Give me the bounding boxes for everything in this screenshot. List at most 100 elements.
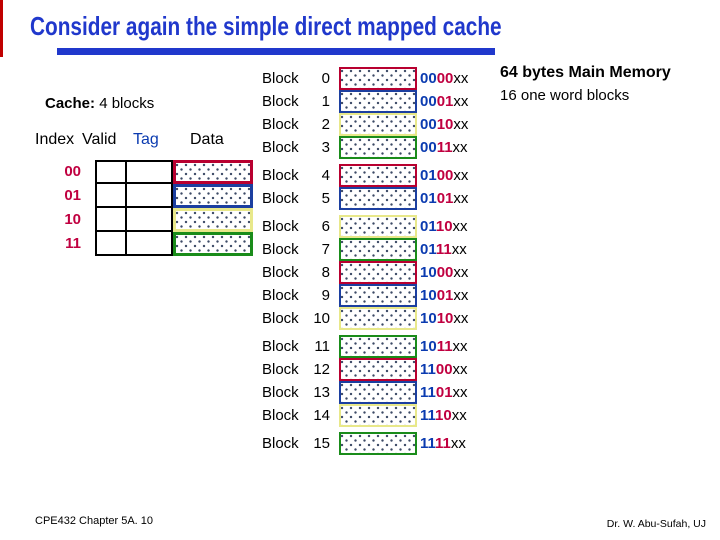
address-offset-bits: xx <box>453 264 469 281</box>
memory-block-word: Block <box>262 361 299 378</box>
cache-valid-cell <box>95 208 125 232</box>
memory-block-box <box>339 307 417 330</box>
memory-address: 1001xx <box>420 287 468 304</box>
memory-address: 0001xx <box>420 93 468 110</box>
address-index-bits: 00 <box>435 361 453 378</box>
memory-block-box <box>339 187 417 210</box>
address-offset-bits: xx <box>453 310 469 327</box>
memory-block-number: 0 <box>321 70 330 87</box>
address-offset-bits: xx <box>452 218 468 235</box>
memory-block-word: Block <box>262 338 299 355</box>
memory-address: 1111xx <box>420 435 466 452</box>
column-header-valid: Valid <box>82 131 117 148</box>
memory-address: 1110xx <box>420 407 467 424</box>
address-tag-bits: 10 <box>420 264 437 281</box>
memory-address: 0000xx <box>420 70 468 87</box>
memory-block-number: 7 <box>321 241 330 258</box>
memory-block-row: Block 12 1100xx <box>262 358 468 381</box>
memory-block-number: 12 <box>313 361 330 378</box>
address-index-bits: 01 <box>436 287 454 304</box>
address-tag-bits: 00 <box>420 116 437 133</box>
memory-block-row: Block 8 1000xx <box>262 261 468 284</box>
cache-index-label: 01 <box>64 187 81 204</box>
memory-address: 0010xx <box>420 116 468 133</box>
cache-table: 00 01 10 11 <box>55 160 253 256</box>
memory-block-number: 3 <box>321 139 330 156</box>
memory-block-box <box>339 67 417 90</box>
memory-address: 1101xx <box>420 384 468 401</box>
cache-row: 00 <box>55 160 253 184</box>
memory-block-row: Block 15 1111xx <box>262 432 468 455</box>
address-tag-bits: 11 <box>420 361 436 378</box>
memory-block-word: Block <box>262 264 299 281</box>
address-offset-bits: xx <box>452 384 468 401</box>
memory-block-box <box>339 284 417 307</box>
column-header-data: Data <box>190 131 224 148</box>
address-tag-bits: 01 <box>420 218 436 235</box>
cache-row: 01 <box>55 184 253 208</box>
cache-index-label: 00 <box>64 163 81 180</box>
memory-block-box <box>339 335 417 358</box>
footer-author-label: Dr. W. Abu-Sufah, UJ <box>606 518 706 530</box>
cache-tag-cell <box>125 232 173 256</box>
memory-block-number: 1 <box>321 93 330 110</box>
address-index-bits: 00 <box>436 167 454 184</box>
memory-block-box <box>339 136 417 159</box>
address-index-bits: 10 <box>436 116 454 133</box>
cache-row: 10 <box>55 208 253 232</box>
memory-block-number: 5 <box>321 190 330 207</box>
memory-block-row: Block 0 0000xx <box>262 67 468 90</box>
address-tag-bits: 01 <box>420 190 437 207</box>
address-index-bits: 11 <box>435 435 451 452</box>
memory-address: 1000xx <box>420 264 468 281</box>
cache-size-label: Cache: 4 blocks <box>45 95 154 112</box>
address-tag-bits: 10 <box>420 310 437 327</box>
memory-block-box <box>339 432 417 455</box>
memory-block-number: 8 <box>321 264 330 281</box>
address-offset-bits: xx <box>453 93 469 110</box>
memory-block-word: Block <box>262 287 299 304</box>
address-tag-bits: 11 <box>420 384 436 401</box>
cache-index-label: 11 <box>65 235 81 252</box>
cache-index-label: 10 <box>64 211 81 228</box>
memory-block-box <box>339 404 417 427</box>
address-offset-bits: xx <box>453 70 469 87</box>
memory-address: 1100xx <box>420 361 468 378</box>
memory-block-word: Block <box>262 218 299 235</box>
memory-block-box <box>339 90 417 113</box>
cache-data-cell <box>173 160 253 184</box>
memory-block-word: Block <box>262 70 299 87</box>
address-index-bits: 01 <box>436 93 454 110</box>
address-tag-bits: 10 <box>420 338 437 355</box>
memory-block-box <box>339 238 417 261</box>
address-index-bits: 00 <box>436 70 454 87</box>
address-index-bits: 01 <box>435 384 453 401</box>
memory-block-word: Block <box>262 435 299 452</box>
footer-course-label: CPE432 Chapter 5A. 10 <box>35 515 154 527</box>
memory-address: 1011xx <box>420 338 468 355</box>
cache-data-cell <box>173 208 253 232</box>
memory-block-box <box>339 381 417 404</box>
memory-block-word: Block <box>262 167 299 184</box>
memory-address: 0011xx <box>420 139 468 156</box>
address-offset-bits: xx <box>451 407 467 424</box>
memory-block-number: 15 <box>313 435 330 452</box>
memory-address: 1010xx <box>420 310 468 327</box>
address-tag-bits: 11 <box>420 435 436 452</box>
address-tag-bits: 01 <box>420 167 437 184</box>
cache-tag-cell <box>125 208 173 232</box>
cache-data-cell <box>173 184 253 208</box>
address-index-bits: 10 <box>435 407 452 424</box>
memory-block-number: 13 <box>313 384 330 401</box>
main-memory-heading: 64 bytes Main Memory <box>500 64 671 81</box>
address-index-bits: 10 <box>436 310 454 327</box>
column-header-tag: Tag <box>133 131 159 148</box>
